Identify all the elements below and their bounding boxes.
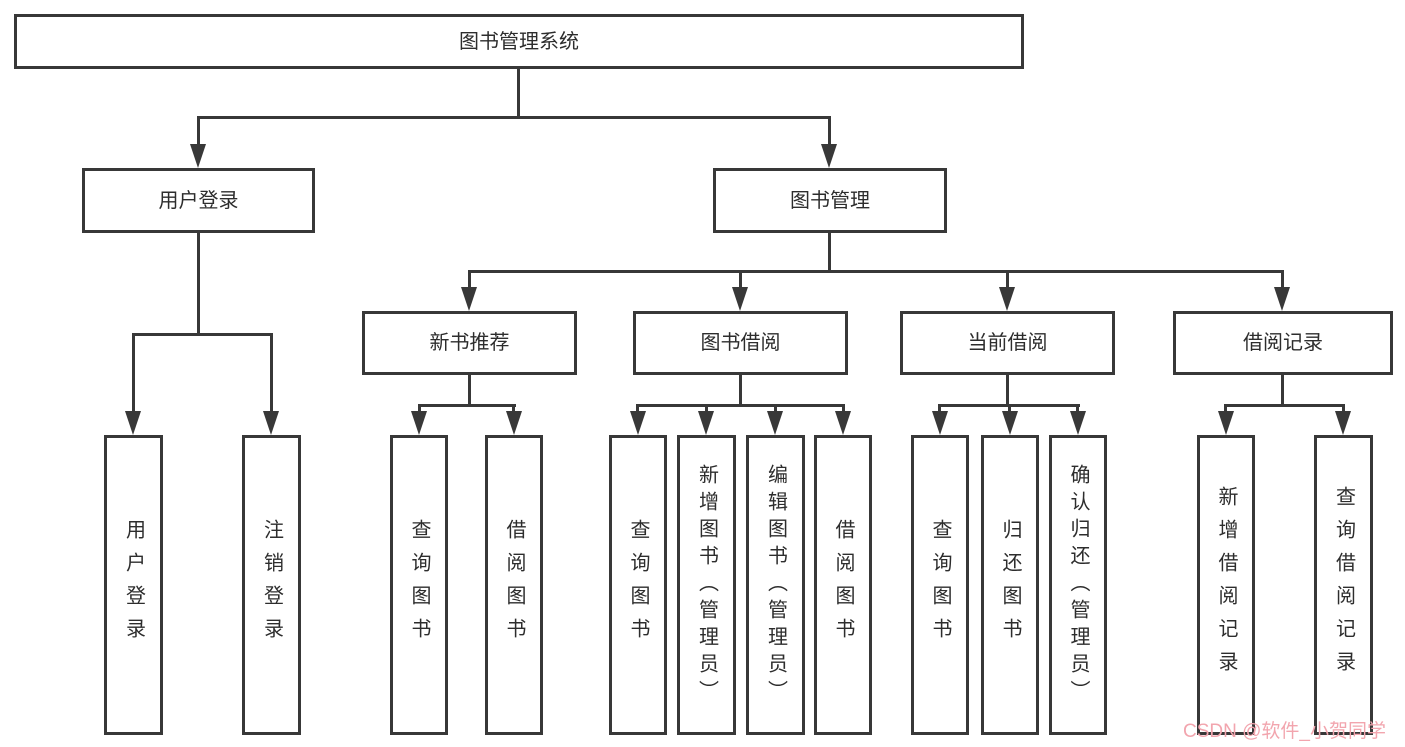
connector-line [1224,404,1345,407]
connector-line [270,333,273,413]
leaf-logout: 注销登录 [242,435,301,735]
connector-arrow [1218,411,1234,435]
node-current-borrow: 当前借阅 [900,311,1115,375]
node-library-system: 图书管理系统 [14,14,1024,69]
connector-line [132,333,135,413]
connector-line [1281,373,1284,407]
connector-line [828,232,831,273]
connector-line [468,373,471,407]
connector-arrow [461,287,477,311]
connector-line [512,404,515,414]
connector-arrow [506,411,522,435]
connector-line [1281,270,1284,290]
connector-line [636,404,845,407]
node-new-book-recommend: 新书推荐 [362,311,577,375]
connector-line [636,404,639,414]
connector-arrow [821,144,837,168]
connector-line [842,404,845,414]
leaf-cb-return-books: 归还图书 [981,435,1039,735]
leaf-bb-edit-book-admin: 编辑图书（管理员） [746,435,805,735]
connector-line [1006,373,1009,407]
leaf-nb-borrow-books: 借阅图书 [485,435,543,735]
connector-arrow [1335,411,1351,435]
connector-line [1076,404,1079,414]
connector-line [418,404,421,414]
connector-line [705,404,708,414]
connector-line [1008,404,1011,414]
leaf-bb-add-book-admin: 新增图书（管理员） [677,435,736,735]
connector-line [132,333,273,336]
connector-line [517,67,520,119]
node-book-management: 图书管理 [713,168,947,233]
connector-arrow [630,411,646,435]
node-book-borrow: 图书借阅 [633,311,848,375]
connector-line [418,404,516,407]
connector-arrow [999,287,1015,311]
connector-arrow [698,411,714,435]
connector-line [468,270,471,290]
node-borrow-records: 借阅记录 [1173,311,1393,375]
connector-arrow [263,411,279,435]
connector-line [1224,404,1227,414]
connector-arrow [190,144,206,168]
leaf-br-add-record: 新增借阅记录 [1197,435,1255,735]
leaf-bb-query-books: 查询图书 [609,435,667,735]
connector-arrow [732,287,748,311]
connector-arrow [835,411,851,435]
leaf-user-login: 用户登录 [104,435,163,735]
connector-line [774,404,777,414]
connector-line [197,232,200,336]
connector-arrow [1002,411,1018,435]
connector-line [197,116,200,148]
leaf-cb-query-books: 查询图书 [911,435,969,735]
leaf-br-query-record: 查询借阅记录 [1314,435,1373,735]
leaf-cb-confirm-return-admin: 确认归还（管理员） [1049,435,1107,735]
connector-line [197,116,831,119]
connector-arrow [125,411,141,435]
node-user-login: 用户登录 [82,168,315,233]
csdn-watermark: CSDN @软件_小贺同学 [1183,721,1386,742]
leaf-nb-query-books: 查询图书 [390,435,448,735]
leaf-bb-borrow-books: 借阅图书 [814,435,872,735]
connector-arrow [932,411,948,435]
connector-line [739,270,742,290]
connector-arrow [1070,411,1086,435]
connector-arrow [411,411,427,435]
connector-line [468,270,1284,273]
connector-line [938,404,941,414]
connector-arrow [767,411,783,435]
connector-line [1006,270,1009,290]
connector-arrow [1274,287,1290,311]
connector-line [739,373,742,407]
connector-line [828,116,831,148]
connector-line [1342,404,1345,414]
